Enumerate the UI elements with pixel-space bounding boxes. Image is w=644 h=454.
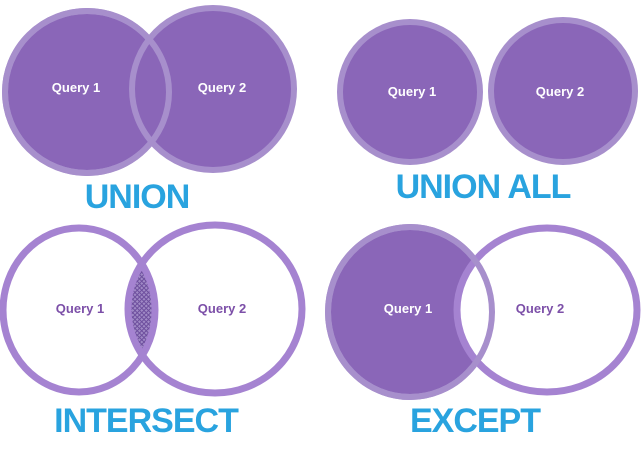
union-left-circle-label: Query 1 — [52, 80, 100, 95]
union-left-circle-ring — [2, 8, 172, 176]
union-all-left-circle-label: Query 1 — [388, 84, 436, 99]
intersect-left-circle-label: Query 1 — [56, 301, 104, 316]
union-title: UNION — [85, 178, 190, 216]
except-diagram: Query 1 Query 2 EXCEPT — [325, 224, 641, 440]
except-left-circle-label: Query 1 — [384, 301, 432, 316]
intersect-left-circle — [0, 224, 159, 396]
except-title: EXCEPT — [410, 402, 541, 440]
union-all-right-circle — [488, 17, 638, 165]
intersect-title: INTERSECT — [54, 402, 239, 440]
intersect-right-circle — [124, 221, 306, 397]
union-all-left-circle — [337, 19, 483, 165]
union-all-right-circle-label: Query 2 — [536, 84, 584, 99]
except-right-circle-label: Query 2 — [516, 301, 564, 316]
except-right-circle — [453, 224, 641, 396]
union-diagram: Query 1 Query 2 UNION — [2, 5, 297, 216]
union-right-circle — [129, 5, 297, 173]
intersect-diagram: Query 1 Query 2 INTERSECT — [0, 221, 306, 440]
union-all-diagram: Query 1 Query 2 UNION ALL — [337, 17, 638, 206]
union-right-circle-label: Query 2 — [198, 80, 246, 95]
except-left-circle-ring — [325, 224, 495, 400]
intersect-right-circle-label: Query 2 — [198, 301, 246, 316]
union-all-title: UNION ALL — [396, 168, 571, 206]
